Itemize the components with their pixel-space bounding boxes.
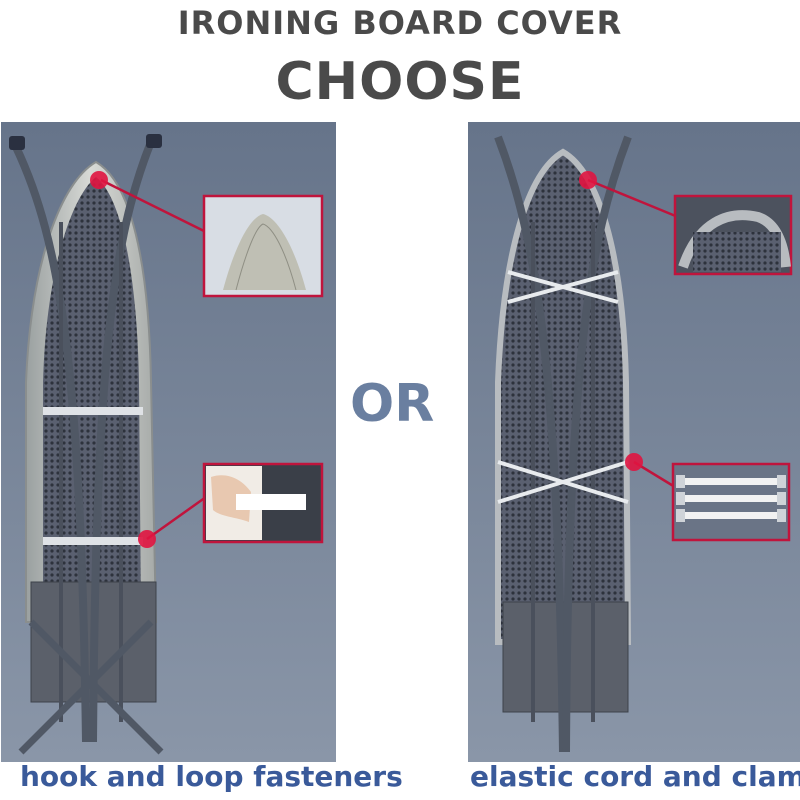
hook-loop-caption: hook and loop fasteners [20, 760, 403, 793]
board-leg [494, 135, 567, 753]
callout-dot [579, 171, 597, 189]
board-leg [562, 135, 632, 753]
elastic-clamp-caption: elastic cord and clamp [470, 760, 800, 793]
board-leg [89, 140, 155, 743]
page-title: IRONING BOARD COVER [177, 4, 623, 42]
board-leg [12, 145, 90, 743]
callout-dot [138, 530, 156, 548]
ironing-board-cover [495, 148, 632, 645]
elastic-clamp-option-image [468, 122, 800, 762]
callout-dot [625, 453, 643, 471]
hook-loop-option-image [1, 122, 336, 762]
callout-dot [90, 171, 108, 189]
or-divider: OR [350, 374, 435, 434]
page-subtitle: CHOOSE [275, 52, 525, 112]
